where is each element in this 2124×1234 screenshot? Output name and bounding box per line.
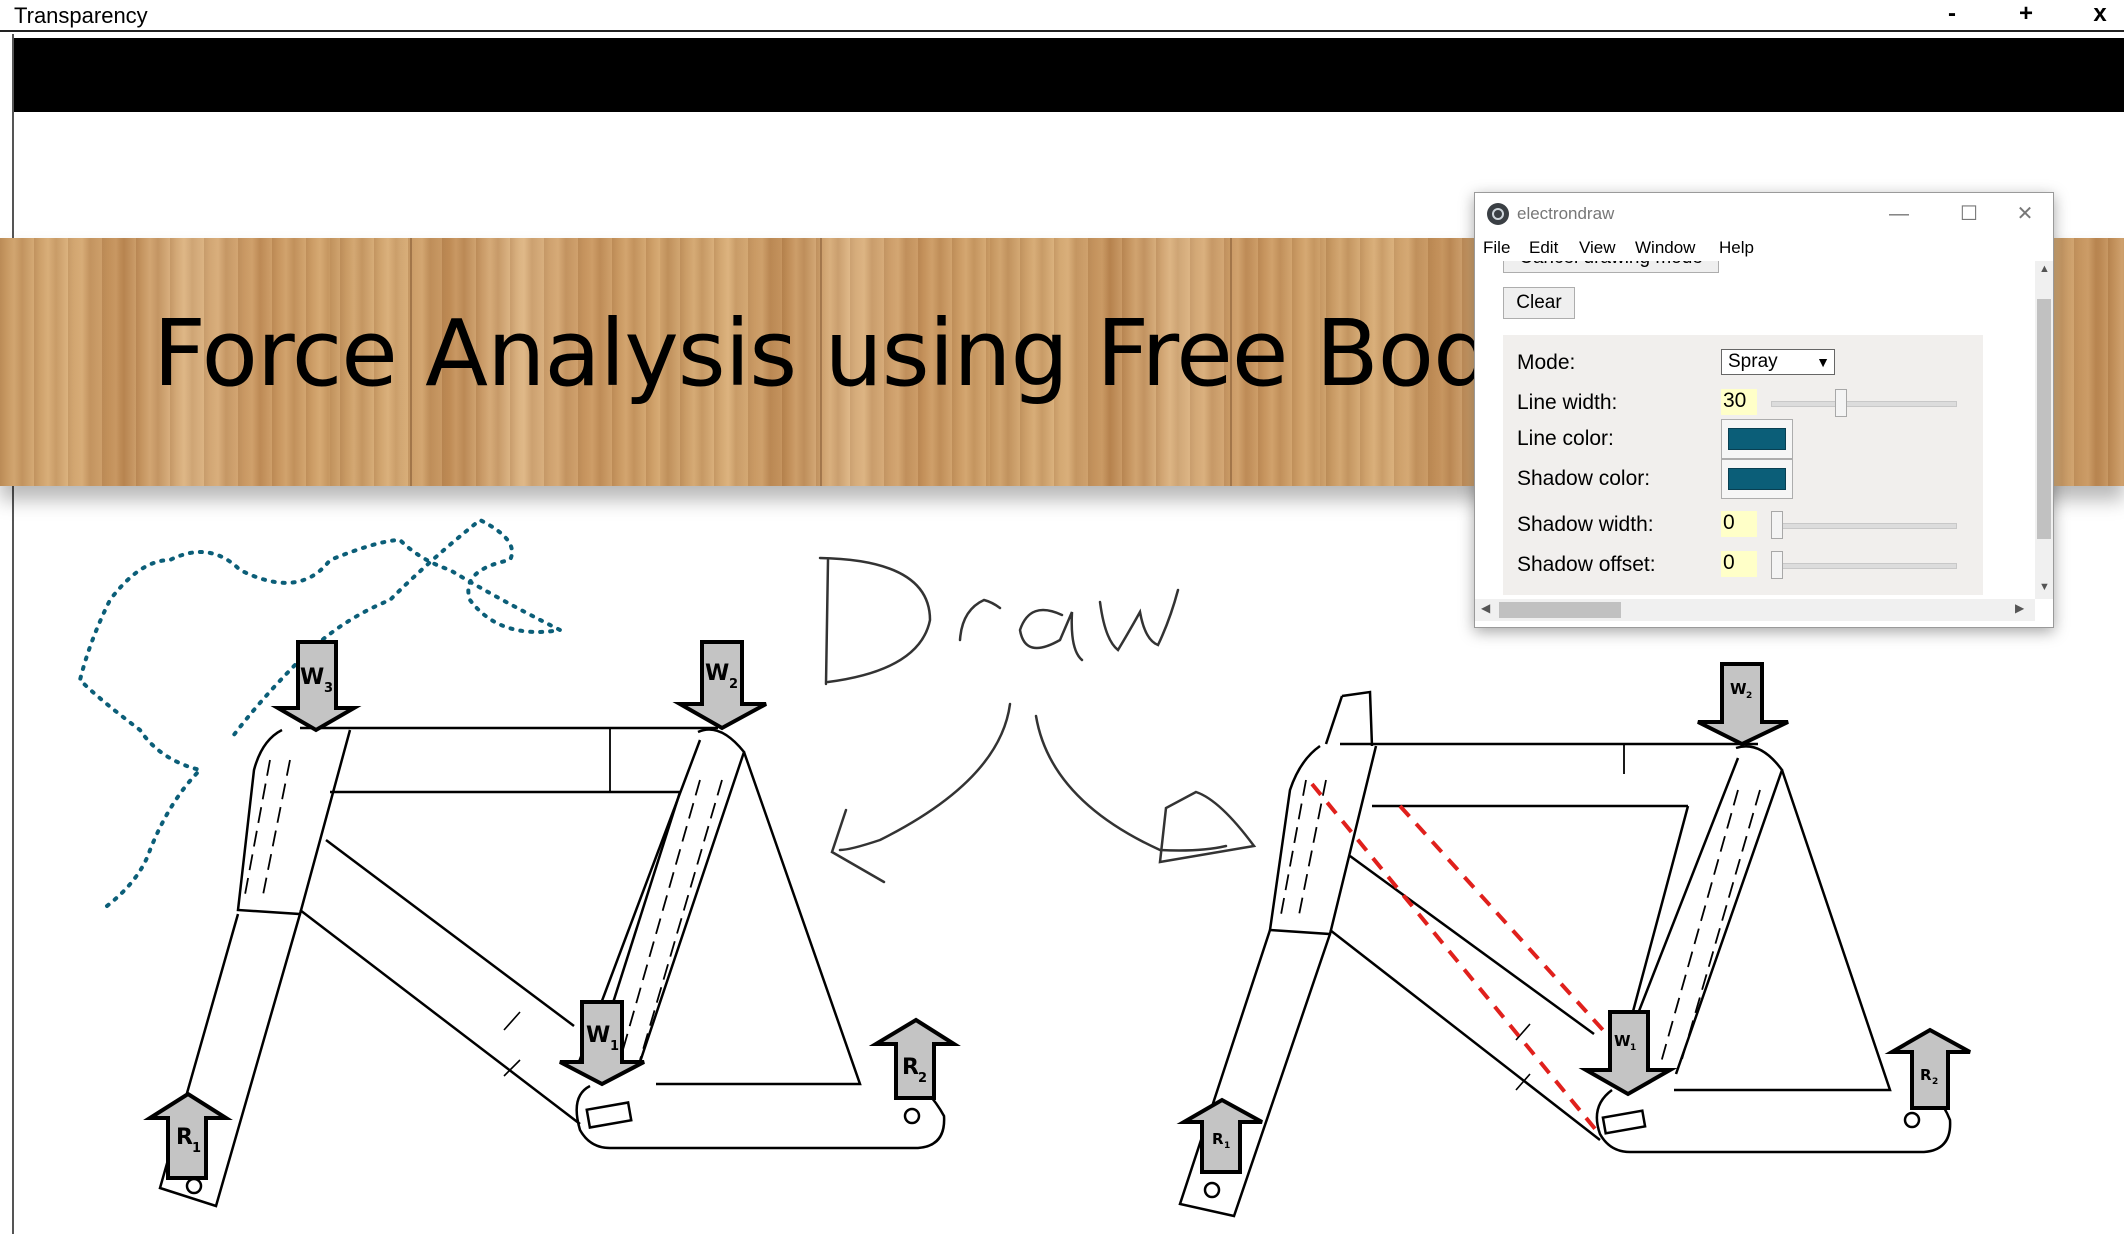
label-r1: R: [176, 1125, 193, 1150]
right-label-w2-sub: 2: [1746, 691, 1752, 701]
label-w3: W: [300, 665, 324, 690]
shadow-width-slider[interactable]: [1771, 523, 1957, 529]
mode-label: Mode:: [1517, 351, 1576, 374]
menu-window[interactable]: Window: [1635, 238, 1696, 257]
right-label-r2-sub: 2: [1932, 1077, 1938, 1087]
right-force-arrows: [1176, 662, 1971, 1174]
electrondraw-window: electrondraw — ☐ ✕ File Edit View Window…: [1474, 192, 2054, 628]
shadow-offset-label: Shadow offset:: [1517, 553, 1656, 576]
minimize-button[interactable]: -: [1948, 0, 1956, 27]
red-dashed-lines: [1310, 782, 1614, 1132]
line-color-swatch: [1728, 428, 1786, 450]
label-w2: W: [705, 661, 729, 686]
horizontal-scroll-thumb[interactable]: [1499, 602, 1621, 618]
label-w3-sub: 3: [324, 681, 333, 696]
right-frame: [1178, 690, 1952, 1218]
right-label-r2: R: [1920, 1066, 1932, 1084]
spray-scribble: [77, 517, 567, 908]
left-force-arrows: [143, 640, 961, 1180]
settings-panel: Mode: Spray ▼ Line width: 30 Line color:…: [1503, 335, 1983, 595]
line-color-picker[interactable]: [1721, 419, 1793, 459]
slide-top-bar: [14, 38, 2124, 112]
shadow-offset-slider[interactable]: [1771, 563, 1957, 569]
menu-file[interactable]: File: [1483, 238, 1511, 257]
mode-select[interactable]: Spray ▼: [1721, 349, 1835, 375]
shadow-color-label: Shadow color:: [1517, 467, 1651, 490]
shadow-color-picker[interactable]: [1721, 459, 1793, 499]
vertical-scrollbar[interactable]: ▲ ▼: [2035, 261, 2053, 599]
label-w1: W: [586, 1023, 610, 1048]
window-titlebar: Transparency - + x: [0, 0, 2124, 32]
left-frame: [158, 726, 946, 1208]
close-icon[interactable]: ✕: [2016, 203, 2034, 225]
shadow-offset-input[interactable]: 0: [1721, 551, 1757, 577]
horizontal-scrollbar[interactable]: ◀ ▶: [1475, 599, 2035, 621]
scroll-down-icon[interactable]: ▼: [2039, 581, 2050, 593]
maximize-button[interactable]: +: [2018, 0, 2033, 27]
chevron-down-icon: ▼: [1816, 354, 1830, 370]
menu-edit[interactable]: Edit: [1529, 238, 1559, 257]
left-arrow-labels: W 3 W 2 W 1 R 1 R 2: [176, 661, 927, 1156]
menu-help[interactable]: Help: [1719, 238, 1754, 257]
label-r2: R: [902, 1055, 919, 1080]
line-width-label: Line width:: [1517, 391, 1618, 414]
scroll-up-icon[interactable]: ▲: [2039, 263, 2050, 275]
scroll-right-icon[interactable]: ▶: [2015, 601, 2025, 615]
right-label-w1-sub: 1: [1630, 1043, 1636, 1053]
right-label-r1-sub: 1: [1224, 1141, 1230, 1151]
drawing-canvas[interactable]: W 3 W 2 W 1 R 1 R 2: [0, 486, 2124, 1234]
label-w1-sub: 1: [610, 1039, 619, 1054]
line-width-input[interactable]: 30: [1721, 389, 1757, 415]
electrondraw-title: electrondraw: [1517, 204, 1615, 223]
shadow-width-slider-thumb[interactable]: [1771, 511, 1783, 539]
scroll-left-icon[interactable]: ◀: [1481, 601, 1491, 615]
electrondraw-menubar: File Edit View Window Help: [1475, 235, 2053, 261]
handwritten-draw: [818, 556, 1257, 884]
line-width-slider[interactable]: [1771, 401, 1957, 407]
electron-app-icon: [1487, 203, 1509, 225]
electrondraw-titlebar[interactable]: electrondraw — ☐ ✕: [1475, 193, 2053, 235]
minimize-icon[interactable]: —: [1889, 203, 1909, 225]
shadow-width-input[interactable]: 0: [1721, 511, 1757, 537]
right-label-w1: W: [1614, 1032, 1631, 1050]
cancel-drawing-mode-button[interactable]: Cancel drawing mode: [1503, 261, 1719, 273]
right-arrow-labels: W 2 W 1 R 1 R 2: [1212, 680, 1938, 1151]
maximize-icon[interactable]: ☐: [1960, 203, 1978, 225]
shadow-width-label: Shadow width:: [1517, 513, 1654, 536]
right-label-w2: W: [1730, 680, 1747, 698]
menu-view[interactable]: View: [1579, 238, 1616, 257]
shadow-color-swatch: [1728, 468, 1786, 490]
line-color-label: Line color:: [1517, 427, 1614, 450]
right-label-r1: R: [1212, 1130, 1224, 1148]
window-left-border: [12, 34, 14, 1234]
shadow-offset-slider-thumb[interactable]: [1771, 551, 1783, 579]
close-button[interactable]: x: [2093, 0, 2107, 27]
line-width-slider-thumb[interactable]: [1835, 389, 1847, 417]
label-r2-sub: 2: [918, 1071, 927, 1086]
slide-title: Force Analysis using Free Body Dia: [153, 300, 1723, 407]
clear-button[interactable]: Clear: [1503, 287, 1575, 319]
vertical-scroll-thumb[interactable]: [2037, 299, 2051, 539]
label-w2-sub: 2: [729, 677, 738, 692]
window-title: Transparency: [14, 3, 148, 28]
label-r1-sub: 1: [192, 1141, 201, 1156]
mode-value: Spray: [1728, 351, 1778, 372]
electrondraw-content: Cancel drawing mode Clear Mode: Spray ▼ …: [1475, 261, 2035, 599]
